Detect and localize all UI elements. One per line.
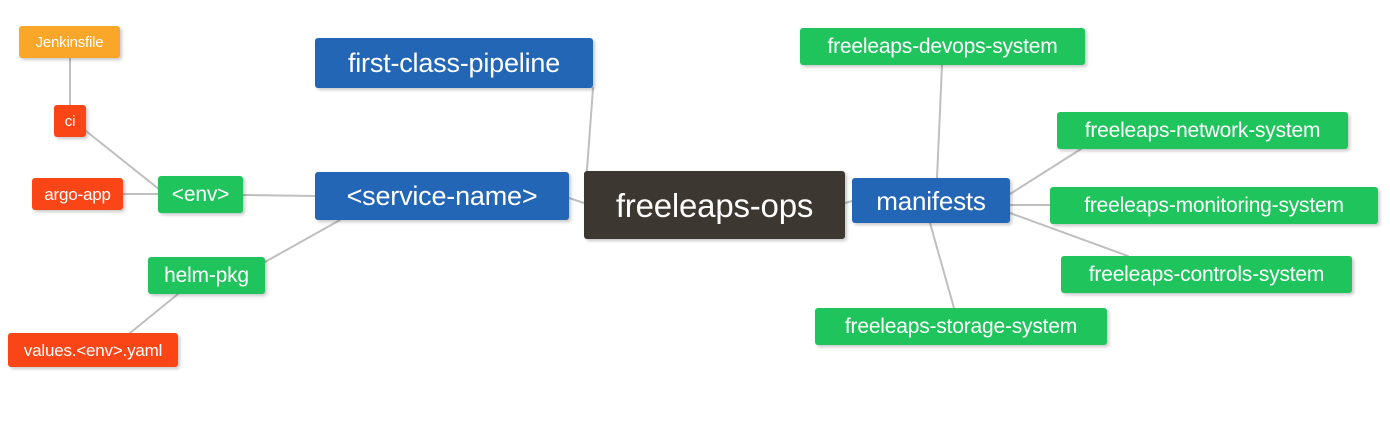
node-freeleaps-devops-system[interactable]: freeleaps-devops-system <box>800 28 1085 65</box>
node-freeleaps-storage-system[interactable]: freeleaps-storage-system <box>815 308 1107 345</box>
edge-freeleaps-ops-to-manifests <box>844 200 853 204</box>
node-helm-pkg[interactable]: helm-pkg <box>148 257 265 294</box>
node-freeleaps-controls-system[interactable]: freeleaps-controls-system <box>1061 256 1352 293</box>
node-values-yaml[interactable]: values.<env>.yaml <box>8 333 178 367</box>
node-freeleaps-monitoring-system[interactable]: freeleaps-monitoring-system <box>1050 187 1378 224</box>
node-first-class-pipeline[interactable]: first-class-pipeline <box>315 38 593 88</box>
edge-manifests-to-freeleaps-devops-system <box>936 64 943 179</box>
node-freeleaps-network-system[interactable]: freeleaps-network-system <box>1057 112 1348 149</box>
edge-freeleaps-ops-to-service-name <box>568 197 585 204</box>
node-service-name[interactable]: <service-name> <box>315 172 569 220</box>
edge-manifests-to-freeleaps-storage-system <box>929 222 955 309</box>
edge-service-name-to-helm-pkg <box>264 219 341 263</box>
edge-service-name-to-env <box>242 194 316 197</box>
node-manifests[interactable]: manifests <box>852 178 1010 223</box>
node-freeleaps-ops[interactable]: freeleaps-ops <box>584 171 845 239</box>
node-ci[interactable]: ci <box>54 105 86 137</box>
node-jenkinsfile[interactable]: Jenkinsfile <box>19 26 120 58</box>
node-env[interactable]: <env> <box>158 176 243 213</box>
edge-helm-pkg-to-values-yaml <box>129 293 179 334</box>
node-argo-app[interactable]: argo-app <box>32 178 123 210</box>
